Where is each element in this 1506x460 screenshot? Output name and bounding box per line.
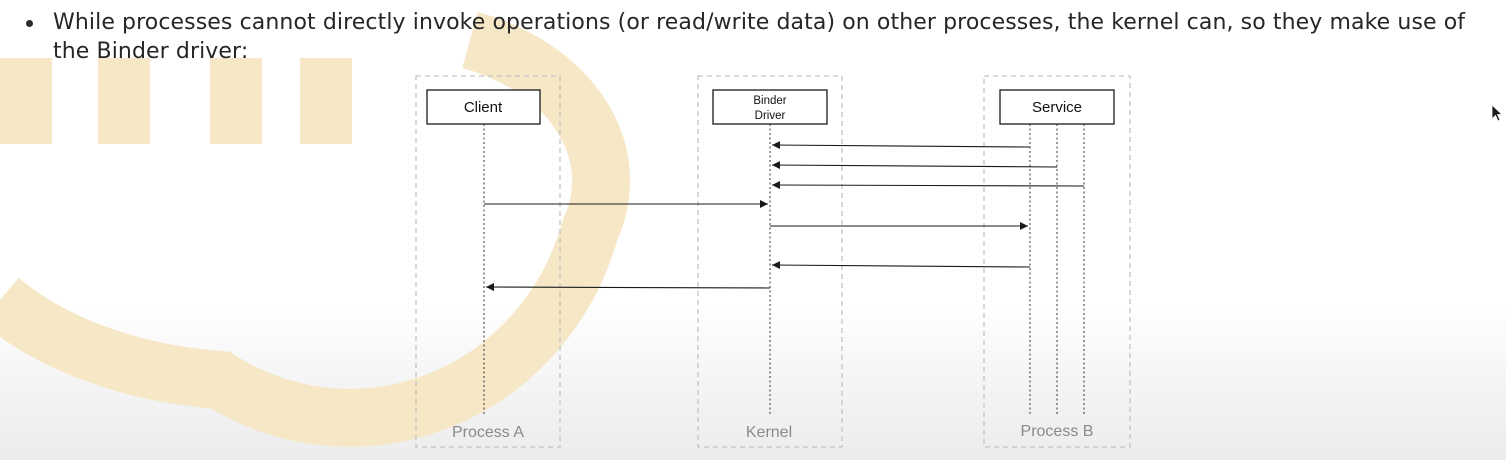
- service-label: Service: [1032, 99, 1082, 116]
- process-a-label: Process A: [452, 424, 524, 441]
- message-arrow: [771, 261, 1031, 270]
- kernel-label: Kernel: [746, 424, 792, 441]
- binder-driver-participant: Binder Driver: [712, 89, 828, 125]
- service-participant: Service: [999, 89, 1115, 125]
- message-arrow: [771, 161, 1058, 170]
- binder-label-line1: Binder: [753, 95, 786, 107]
- client-label: Client: [464, 99, 503, 116]
- binder-label-line2: Driver: [755, 110, 786, 122]
- process-b-region: Process B: [983, 75, 1131, 448]
- bullet-icon: [26, 20, 33, 27]
- kernel-region: Kernel: [697, 75, 843, 448]
- bullet-text: While processes cannot directly invoke o…: [53, 10, 1466, 64]
- mouse-cursor-icon: [1491, 104, 1504, 122]
- process-b-label: Process B: [1021, 423, 1094, 440]
- bullet-point: While processes cannot directly invoke o…: [26, 8, 1466, 66]
- message-arrow: [771, 141, 1031, 150]
- message-arrow: [485, 283, 771, 292]
- process-a-region: Process A: [415, 75, 561, 448]
- message-arrow: [771, 181, 1085, 190]
- client-participant: Client: [426, 89, 541, 125]
